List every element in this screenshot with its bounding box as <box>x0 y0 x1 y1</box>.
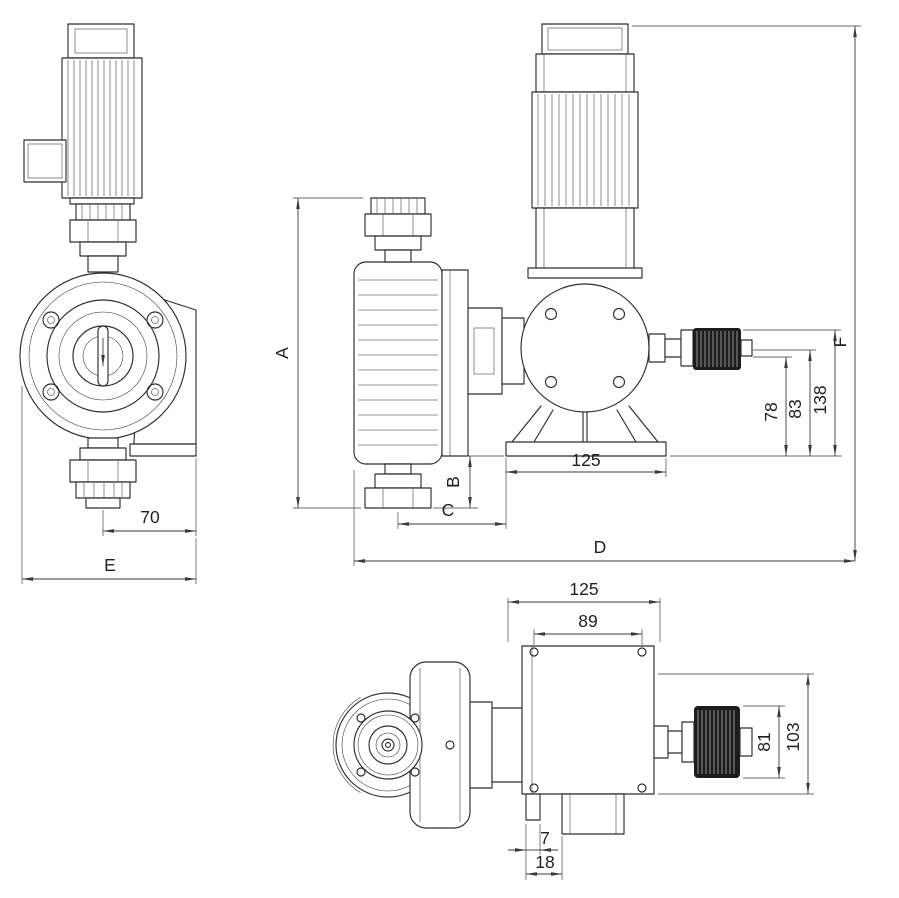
discharge-valve-side <box>364 197 432 263</box>
front-view: 70 E <box>19 23 197 584</box>
dim-label-7: 7 <box>540 828 550 848</box>
dim-b-side: B <box>433 455 504 509</box>
injection-fitting-top <box>653 706 753 778</box>
dim-e-front: E <box>21 386 197 584</box>
dim-label-70: 70 <box>140 507 160 527</box>
gear-housing-top <box>521 645 655 795</box>
dim-c-side: C <box>397 458 507 529</box>
dim-103-top: 103 <box>658 673 814 795</box>
head-adapter-top <box>469 701 523 789</box>
dim-70-front: 70 <box>102 458 197 536</box>
dim-81-top: 81 <box>743 705 785 779</box>
dim-label-103: 103 <box>783 722 803 751</box>
gear-housing-side <box>520 283 650 413</box>
stand-side <box>505 405 667 457</box>
dim-a-side: A <box>272 197 363 509</box>
dim-label-125-side: 125 <box>571 450 600 470</box>
dim-125-side: 125 <box>506 450 667 477</box>
motor-front <box>61 23 143 205</box>
dim-label-125-top: 125 <box>569 579 598 599</box>
dim-89-top: 89 <box>533 611 643 645</box>
pump-head-side <box>353 261 469 465</box>
dim-label-81: 81 <box>754 732 774 751</box>
suction-valve-side <box>364 463 432 509</box>
head-adapter-side <box>467 307 525 395</box>
pump-head-top <box>332 661 471 829</box>
dim-label-78: 78 <box>761 402 781 421</box>
discharge-valve-front <box>69 203 137 273</box>
injection-fitting-side <box>648 328 753 370</box>
pump-head-front <box>19 272 187 440</box>
suction-valve-front <box>69 437 137 509</box>
knurled-knob-top <box>694 706 740 778</box>
motor-side <box>527 23 643 279</box>
terminal-box-top <box>525 793 625 835</box>
dim-label-a: A <box>272 347 292 359</box>
dim-d-side: D <box>353 470 855 566</box>
dim-label-b: B <box>443 476 463 488</box>
dim-label-d: D <box>594 537 607 557</box>
dim-label-f: F <box>830 337 850 348</box>
dim-label-89: 89 <box>578 611 597 631</box>
junction-box-front <box>23 139 67 183</box>
dim-label-18: 18 <box>535 852 554 872</box>
dim-18-top: 18 <box>526 836 563 880</box>
side-view: A B C 125 D <box>272 23 861 566</box>
dim-125-top: 125 <box>507 579 661 642</box>
dim-stack-right-side: 78 83 138 <box>670 329 842 457</box>
head-bolts-front <box>42 311 164 401</box>
dim-label-83: 83 <box>785 399 805 418</box>
dim-7-top: 7 <box>508 824 558 880</box>
top-view: 125 89 81 103 7 <box>332 579 814 880</box>
dim-label-e: E <box>104 555 116 575</box>
dim-f-side: F <box>632 25 861 561</box>
dim-label-c: C <box>442 500 455 520</box>
dim-label-138: 138 <box>810 385 830 414</box>
